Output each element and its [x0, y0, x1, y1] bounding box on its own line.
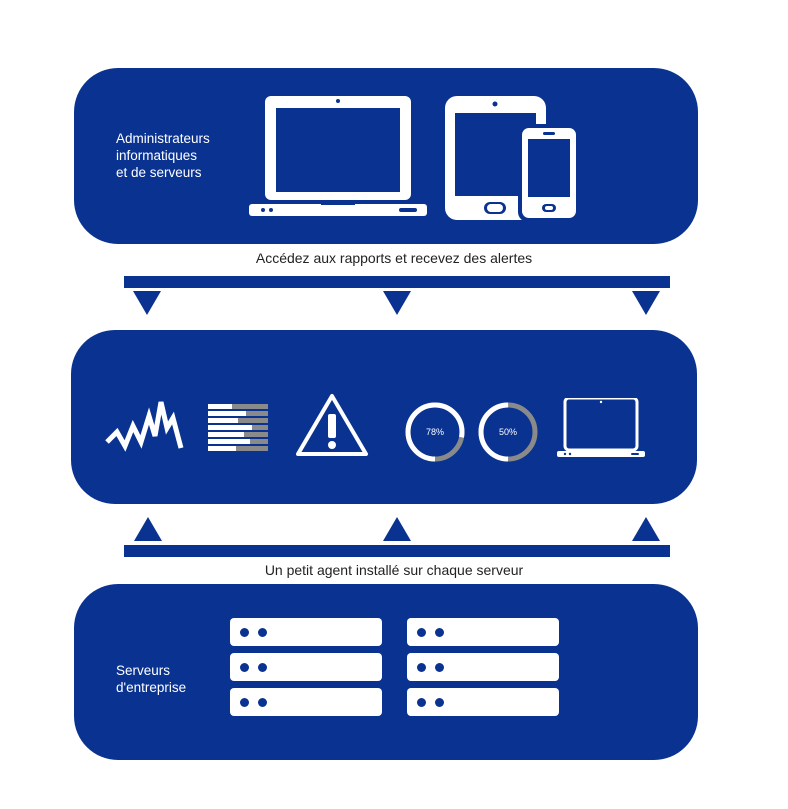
arrow-up-icon — [383, 517, 411, 541]
servers-panel: Serveurs d'entreprise — [74, 584, 698, 760]
laptop-icon — [249, 96, 427, 216]
gauge-value-label: 78% — [426, 427, 444, 437]
caption-agent: Un petit agent installé sur chaque serve… — [264, 562, 524, 578]
gauge-50 — [478, 402, 538, 462]
gauge-fill — [405, 402, 465, 462]
server-unit — [407, 688, 559, 716]
arrow-down-icon — [133, 291, 161, 315]
arrow-up-icon — [134, 517, 162, 541]
activity-graph-icon — [105, 401, 184, 452]
server-unit — [407, 653, 559, 681]
gauge-value-label: 50% — [499, 427, 517, 437]
smartphone-icon — [518, 124, 580, 222]
gauge-icon: 78% — [405, 402, 465, 462]
server-unit — [230, 653, 382, 681]
gauge-icon: 50% — [478, 402, 538, 462]
server-unit — [407, 618, 559, 646]
connector-bar-bottom — [124, 545, 670, 557]
warning-icon — [296, 394, 368, 456]
arrow-down-icon — [383, 291, 411, 315]
laptop-icon — [557, 398, 645, 457]
arrow-up-icon — [632, 517, 660, 541]
server-unit — [230, 688, 382, 716]
gauge-fill — [478, 402, 538, 462]
connector-bar-top — [124, 276, 670, 288]
server-unit — [230, 618, 382, 646]
monitoring-panel: 78% 50% — [71, 330, 697, 504]
admins-label: Administrateurs informatiques et de serv… — [116, 131, 210, 180]
tablet-icon — [445, 96, 546, 220]
servers-label: Serveurs d'entreprise — [116, 663, 187, 695]
report-list-icon — [208, 404, 268, 451]
caption-reports-alerts: Accédez aux rapports et recevez des aler… — [255, 250, 533, 266]
admins-panel: Administrateurs informatiques et de serv… — [74, 68, 698, 244]
gauge-78 — [405, 402, 465, 462]
arrow-down-icon — [632, 291, 660, 315]
